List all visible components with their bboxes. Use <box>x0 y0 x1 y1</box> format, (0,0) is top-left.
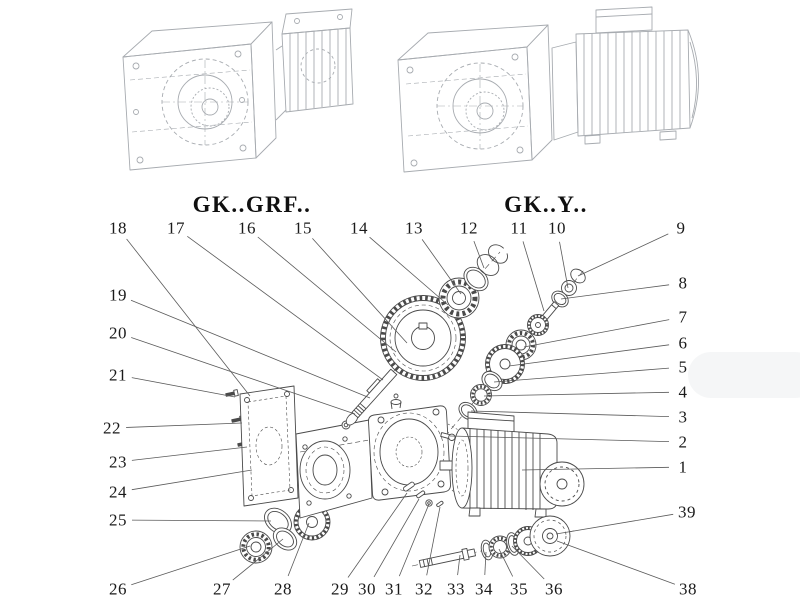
callout-18: 18 <box>109 218 127 238</box>
input-shaft-assembly <box>341 368 398 430</box>
callout-8: 8 <box>678 273 688 293</box>
callout-16: 16 <box>238 218 256 238</box>
callout-28: 28 <box>274 579 292 599</box>
callout-14: 14 <box>350 218 368 238</box>
callout-5: 5 <box>678 357 688 377</box>
callout-35: 35 <box>510 579 528 599</box>
assembled-gearbox-grf-sketch <box>122 8 354 171</box>
callout-23: 23 <box>109 452 127 472</box>
callout-15: 15 <box>294 218 312 238</box>
callout-33: 33 <box>447 579 465 599</box>
callout-30: 30 <box>358 579 376 599</box>
exploded-view <box>225 244 586 568</box>
callout-24: 24 <box>109 482 127 502</box>
callout-27: 27 <box>213 579 231 599</box>
callout-32: 32 <box>415 579 433 599</box>
mounting-flange-plate <box>239 385 299 507</box>
callout-13: 13 <box>405 218 423 238</box>
callout-2: 2 <box>678 432 688 452</box>
callout-36: 36 <box>545 579 563 599</box>
model-label-y: GK..Y.. <box>504 192 588 217</box>
callout-19: 19 <box>109 285 127 305</box>
callout-25: 25 <box>109 510 127 530</box>
input-bearing-and-rings <box>438 244 508 319</box>
callout-29: 29 <box>331 579 349 599</box>
electric-motor <box>439 411 585 518</box>
callout-4: 4 <box>678 382 688 402</box>
callout-26: 26 <box>109 579 127 599</box>
callout-9: 9 <box>676 218 686 238</box>
callout-31: 31 <box>385 579 403 599</box>
callout-34: 34 <box>475 579 493 599</box>
callout-22: 22 <box>103 418 121 438</box>
callout-20: 20 <box>109 323 127 343</box>
background-smudge <box>688 352 800 398</box>
output-shaft-set <box>418 515 571 568</box>
callout-10: 10 <box>548 218 566 238</box>
callout-17: 17 <box>167 218 185 238</box>
callout-6: 6 <box>678 333 688 353</box>
callout-7: 7 <box>678 307 688 327</box>
callout-38: 38 <box>679 579 697 599</box>
callout-11: 11 <box>510 218 528 238</box>
callout-1: 1 <box>678 457 688 477</box>
assembled-gearmotor-y-sketch <box>397 6 699 173</box>
gear-housing <box>295 393 451 519</box>
callout-3: 3 <box>678 407 688 427</box>
model-label-grf: GK..GRF.. <box>192 192 312 217</box>
callout-39: 39 <box>678 502 696 522</box>
callout-12: 12 <box>460 218 478 238</box>
callout-21: 21 <box>109 365 127 385</box>
